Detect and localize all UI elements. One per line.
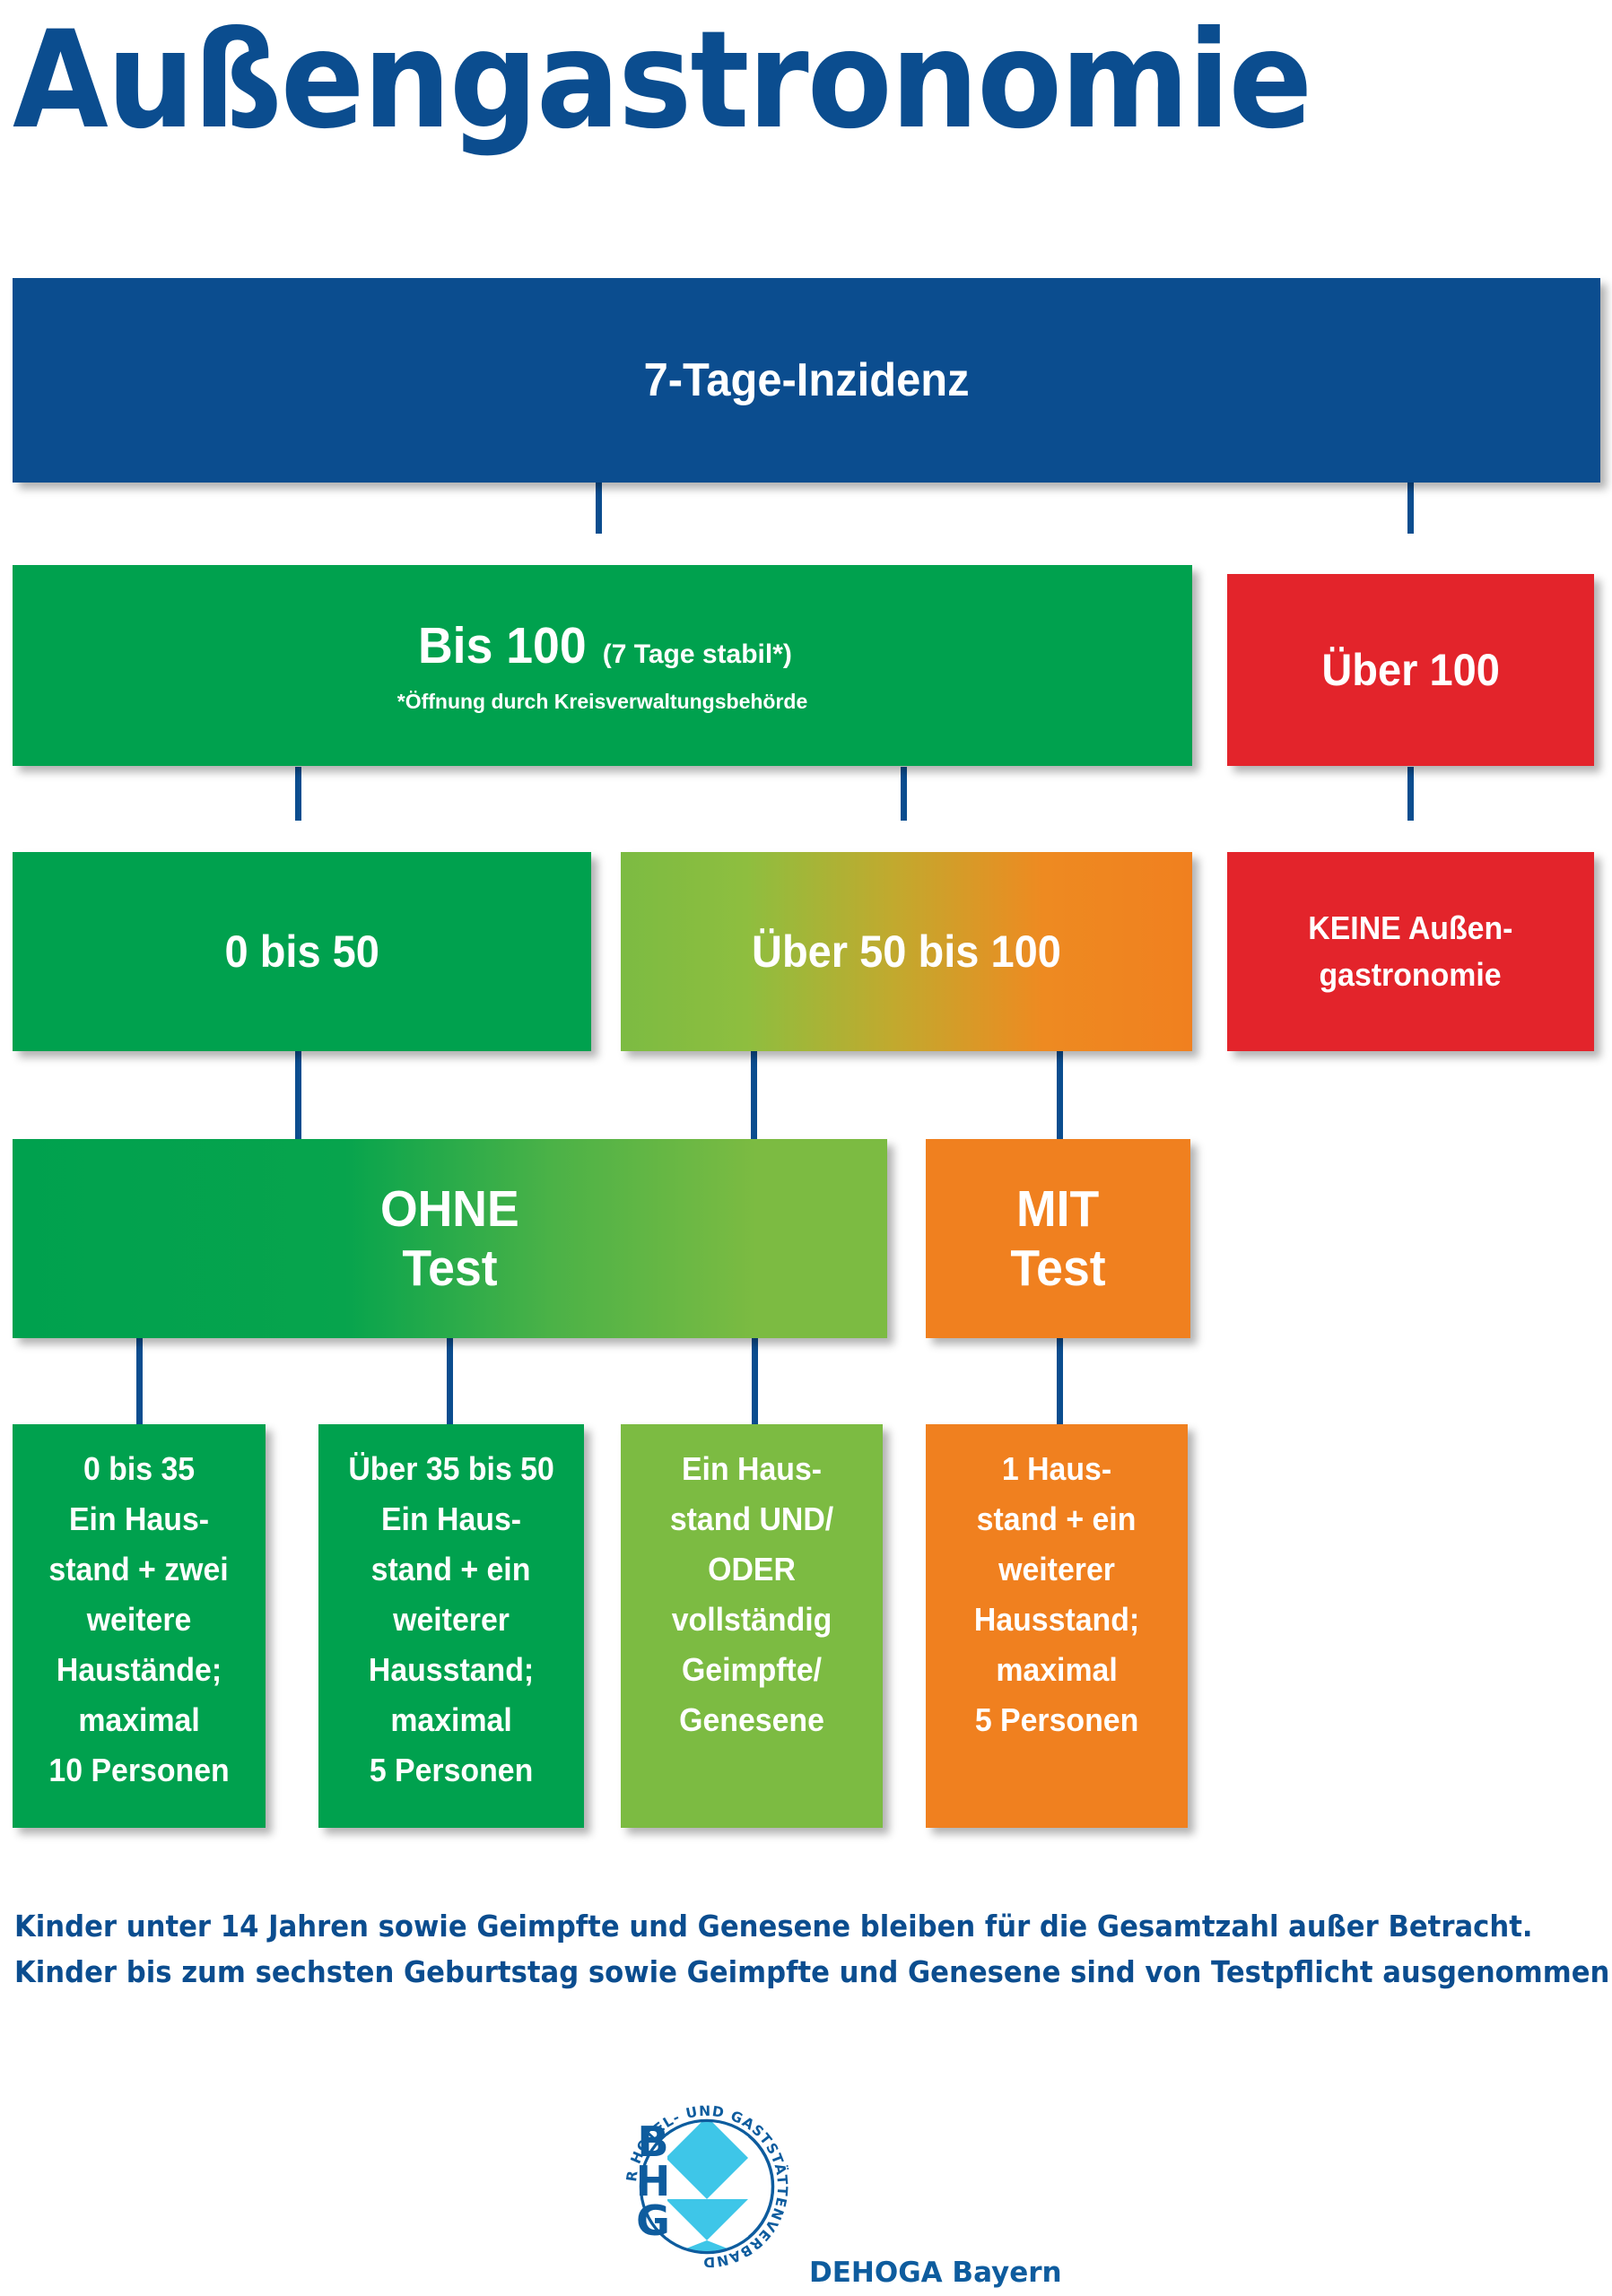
card-ueber-35-bis-50-line-3: stand + ein [371,1551,531,1587]
node-ueber-50-bis-100[interactable]: Über 50 bis 100 [621,852,1192,1051]
card-ueber-35-bis-50-line-6: maximal [390,1701,512,1738]
card-geimpfte-genesene-line-4: vollständig [671,1601,832,1638]
card-0-bis-35-line-5: Haustände; [56,1651,222,1688]
card-geimpfte-genesene-line-2: stand UND/ [669,1500,834,1537]
card-ueber-35-bis-50-line-2: Ein Haus- [380,1500,522,1537]
card-ueber-35-bis-50-line-5: Hausstand; [368,1651,535,1688]
node-keine-aussengastronomie-line2: gastronomie [1319,956,1503,993]
node-bis-100-suffix: (7 Tage stabil*) [602,639,792,669]
connector-bis100-to-ueber50 [901,767,907,821]
node-0-bis-50[interactable]: 0 bis 50 [13,852,591,1051]
card-mit-test-regel-line-1: 1 Haus- [1001,1450,1112,1487]
node-ueber-100[interactable]: Über 100 [1227,574,1594,766]
connector-bis100-to-0bis50 [295,767,301,821]
card-0-bis-35-line-1: 0 bis 35 [83,1450,196,1487]
card-0-bis-35-line-3: stand + zwei [48,1551,230,1587]
card-0-bis-35-line-2: Ein Haus- [68,1500,210,1537]
node-bis-100-label: Bis 100 [418,617,587,674]
card-ueber-35-bis-50-line-4: weiterer [393,1601,510,1638]
node-7-tage-inzidenz-label: 7-Tage-Inzidenz [643,354,970,406]
card-mit-test-regel-line-6: 5 Personen [974,1701,1139,1738]
card-0-bis-35-line-4: weitere [86,1601,192,1638]
card-mit-test-regel-line-4: Hausstand; [973,1601,1140,1638]
card-mit-test-regel-line-3: weiterer [998,1551,1115,1587]
node-ohne-test-line2: Test [402,1239,498,1297]
node-7-tage-inzidenz[interactable]: 7-Tage-Inzidenz [13,278,1600,483]
node-ueber-50-bis-100-label: Über 50 bis 100 [752,926,1061,977]
footnote: Kinder unter 14 Jahren sowie Geimpfte un… [14,1903,1612,1995]
connector-ohne-to-card2 [447,1336,453,1426]
logo-letter-h: H [636,2157,671,2205]
bhg-seal-icon: B H G BAYERISCHER HOTEL- UND GASTSTÄTTEN… [610,2090,789,2270]
logo-letter-b: B [637,2118,668,2166]
connector-ueber50-to-ohne [751,1051,757,1141]
card-geimpfte-genesene[interactable]: Ein Haus- stand UND/ ODER vollständig Ge… [621,1424,883,1828]
card-ueber-35-bis-50[interactable]: Über 35 bis 50 Ein Haus- stand + ein wei… [318,1424,584,1828]
card-geimpfte-genesene-line-6: Genesene [679,1701,824,1738]
connector-0bis50-to-ohne [295,1051,301,1141]
node-bis-100[interactable]: Bis 100 (7 Tage stabil*) *Öffnung durch … [13,565,1192,766]
page-title: Außengastronomie [13,3,1312,159]
node-bis-100-note: *Öffnung durch Kreisverwaltungsbehörde [396,690,808,713]
connector-root-to-ueber100 [1407,480,1414,534]
connector-mit-to-card4 [1057,1336,1063,1426]
card-geimpfte-genesene-line-5: Geimpfte/ [681,1651,823,1688]
node-ueber-100-label: Über 100 [1321,645,1500,695]
connector-ohne-to-card3 [752,1336,758,1426]
connector-ueber50-to-mit [1057,1051,1063,1141]
card-ueber-35-bis-50-line-1: Über 35 bis 50 [348,1450,554,1487]
card-geimpfte-genesene-line-1: Ein Haus- [681,1450,823,1487]
node-keine-aussengastronomie[interactable]: KEINE Außen- gastronomie [1227,852,1594,1051]
card-ueber-35-bis-50-line-7: 5 Personen [369,1752,534,1788]
dehoga-logo: B H G BAYERISCHER HOTEL- UND GASTSTÄTTEN… [574,2090,1062,2296]
card-0-bis-35-line-6: maximal [78,1701,200,1738]
node-mit-test-line1: MIT [1016,1180,1100,1238]
node-mit-test-line2: Test [1010,1239,1106,1297]
connector-ohne-to-card1 [136,1336,143,1426]
card-0-bis-35-line-7: 10 Personen [48,1752,230,1788]
card-0-bis-35[interactable]: 0 bis 35 Ein Haus- stand + zwei weitere … [13,1424,266,1828]
card-mit-test-regel[interactable]: 1 Haus- stand + ein weiterer Hausstand; … [926,1424,1188,1828]
node-ohne-test[interactable]: OHNE Test [13,1139,887,1338]
node-0-bis-50-label: 0 bis 50 [224,926,379,977]
card-geimpfte-genesene-line-3: ODER [708,1551,796,1587]
node-keine-aussengastronomie-line1: KEINE Außen- [1308,909,1513,946]
logo-letter-g: G [636,2196,670,2245]
connector-ueber100-to-keine [1407,767,1414,821]
footnote-line-1: Kinder unter 14 Jahren sowie Geimpfte un… [14,1909,1533,1944]
node-mit-test[interactable]: MIT Test [926,1139,1190,1338]
connector-root-to-bis100 [596,480,602,534]
card-mit-test-regel-line-2: stand + ein [977,1500,1137,1537]
node-ohne-test-line1: OHNE [380,1180,519,1238]
footnote-line-2: Kinder bis zum sechsten Geburtstag sowie… [14,1954,1612,1989]
logo-wordmark: DEHOGA Bayern [809,2257,1062,2289]
card-mit-test-regel-line-5: maximal [996,1651,1118,1688]
